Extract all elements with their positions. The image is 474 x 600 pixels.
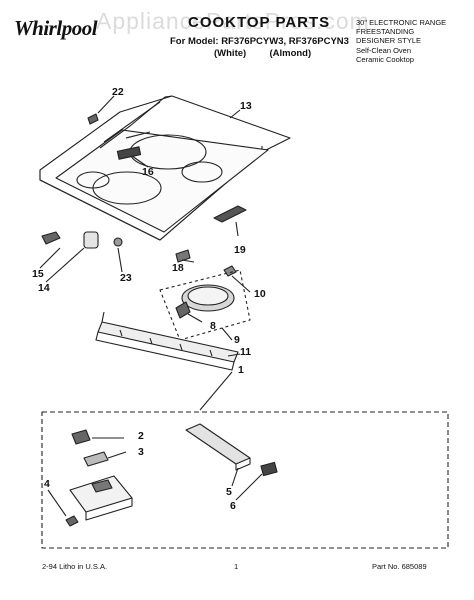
part-4 (65, 515, 79, 527)
callout-8: 8 (210, 320, 216, 332)
part-9-outline (159, 269, 251, 341)
variant-almond: (Almond) (269, 48, 312, 59)
callout-1: 1 (238, 364, 244, 376)
callout-16: 16 (142, 166, 154, 178)
callout-23: 23 (120, 272, 132, 284)
desc-line-1: 30" ELECTRONIC RANGE (356, 18, 447, 27)
model-line: For Model: RF376PCYW3, RF376PCYN3 (170, 36, 349, 47)
callout-15: 15 (32, 268, 44, 280)
callout-3: 3 (138, 446, 144, 458)
callout-19: 19 (234, 244, 246, 256)
callout-11: 11 (240, 346, 252, 358)
brand-logo: Whirlpool (14, 16, 98, 40)
desc-line-5: Ceramic Cooktop (356, 54, 414, 64)
cooktop-assembly (39, 95, 291, 241)
callout-6: 6 (230, 500, 236, 512)
burner-small-left (76, 171, 110, 189)
color-variants: (White) (Almond) (214, 48, 311, 59)
callout-14: 14 (38, 282, 50, 294)
part-10 (223, 265, 237, 277)
part-15 (41, 231, 61, 245)
desc-line-3: DESIGNER STYLE (356, 36, 422, 46)
desc-line-4: Self-Clean Oven (356, 45, 412, 55)
variant-white: (White) (214, 48, 247, 59)
part-6 (260, 461, 278, 477)
part-cylinder (83, 231, 99, 249)
part-3 (83, 451, 109, 467)
assembly-box (41, 411, 449, 549)
part-23 (113, 237, 123, 247)
surface-element (175, 284, 235, 319)
callout-5: 5 (226, 486, 232, 498)
product-description: 30" ELECTRONIC RANGE FREESTANDING DESIGN… (356, 18, 446, 64)
bracket-part-19 (213, 205, 247, 223)
callout-4: 4 (44, 478, 50, 490)
bracket-part-5 (185, 423, 251, 465)
support-rail (95, 311, 239, 371)
footer-litho: 2-94 Litho in U.S.A. (42, 562, 108, 571)
callout-18: 18 (172, 262, 184, 274)
part-18 (175, 249, 191, 263)
watermark: AppliancePartsPros.com (96, 8, 370, 34)
callout-2: 2 (138, 430, 144, 442)
burner-small-right (181, 161, 223, 183)
callout-9: 9 (234, 334, 240, 346)
clip-part-22 (87, 113, 99, 125)
footer-page-number: 1 (234, 562, 239, 571)
vent-grille (116, 146, 142, 160)
desc-line-2: FREESTANDING (356, 27, 415, 37)
callout-10: 10 (254, 288, 266, 300)
part-2 (71, 429, 91, 445)
page-title: COOKTOP PARTS (188, 14, 331, 31)
footer-part-number: Part No. 685089 (372, 562, 427, 571)
callout-13: 13 (240, 100, 252, 112)
callout-22: 22 (112, 86, 124, 98)
